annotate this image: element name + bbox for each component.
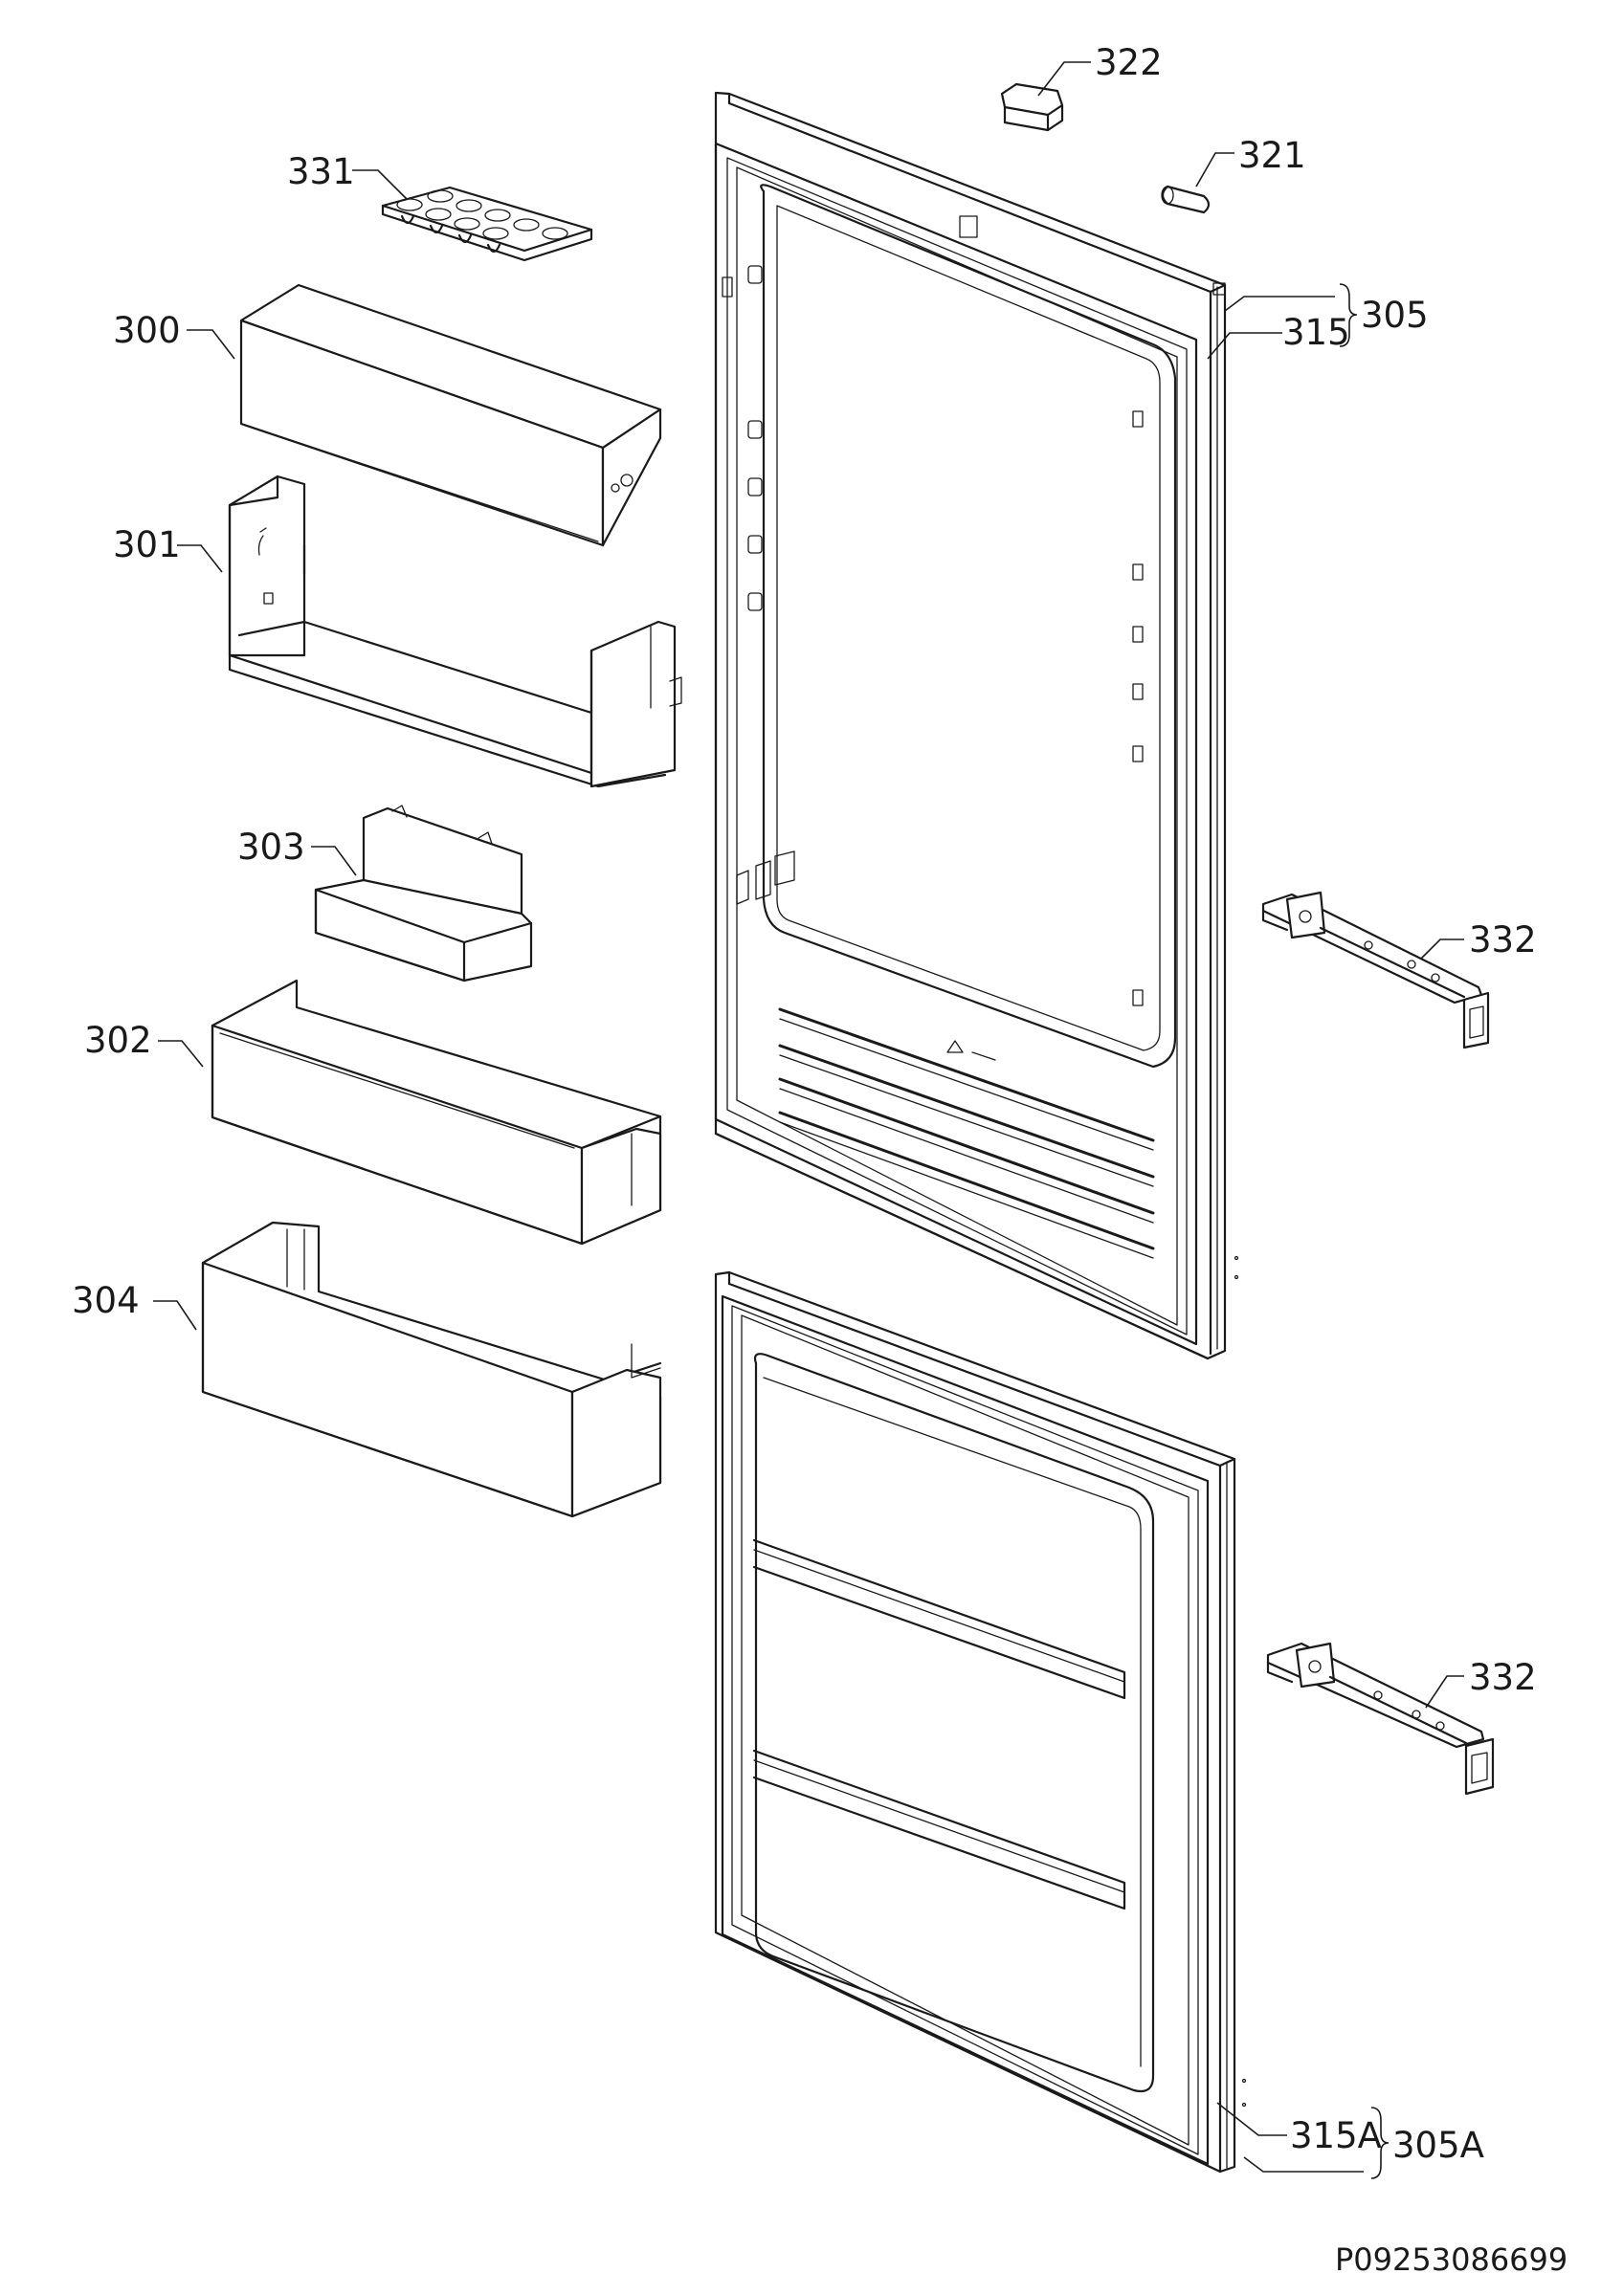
label-322: 322: [1095, 42, 1163, 83]
part-labels: 322 321 331 300 315 305 301 303 332 302 …: [72, 42, 1567, 2278]
label-301: 301: [113, 524, 181, 565]
label-303: 303: [237, 827, 305, 868]
label-331: 331: [287, 151, 355, 192]
label-305: 305: [1361, 295, 1429, 336]
part-303-small-shelf: [314, 805, 533, 982]
part-322-hinge-cover: [1000, 82, 1064, 132]
upper-door-305: [714, 91, 1239, 1360]
part-300-cover: [239, 283, 662, 547]
part-331-egg-tray: [381, 186, 593, 262]
lower-door-305A: [714, 1270, 1247, 2174]
label-315: 315: [1282, 312, 1350, 353]
label-300: 300: [113, 310, 181, 351]
leader-lines: [153, 61, 1464, 2173]
part-332-upper-hinge: [1261, 891, 1490, 1049]
label-302: 302: [84, 1020, 152, 1061]
part-321-hinge-pin: [1161, 185, 1211, 214]
label-332-upper: 332: [1469, 919, 1537, 960]
part-304-bottle-balcony: [201, 1221, 662, 1518]
label-304: 304: [72, 1280, 140, 1321]
label-321: 321: [1238, 135, 1306, 176]
label-332-lower: 332: [1469, 1657, 1537, 1698]
grouping-braces: [1339, 283, 1390, 2179]
part-332-lower-hinge: [1266, 1642, 1495, 1796]
label-315A: 315A: [1290, 2115, 1382, 2156]
part-301-door-shelf: [228, 475, 682, 788]
drawing-code: P09253086699: [1335, 2241, 1567, 2278]
part-302-bottle-balcony: [211, 979, 662, 1246]
label-305A: 305A: [1392, 2125, 1484, 2166]
